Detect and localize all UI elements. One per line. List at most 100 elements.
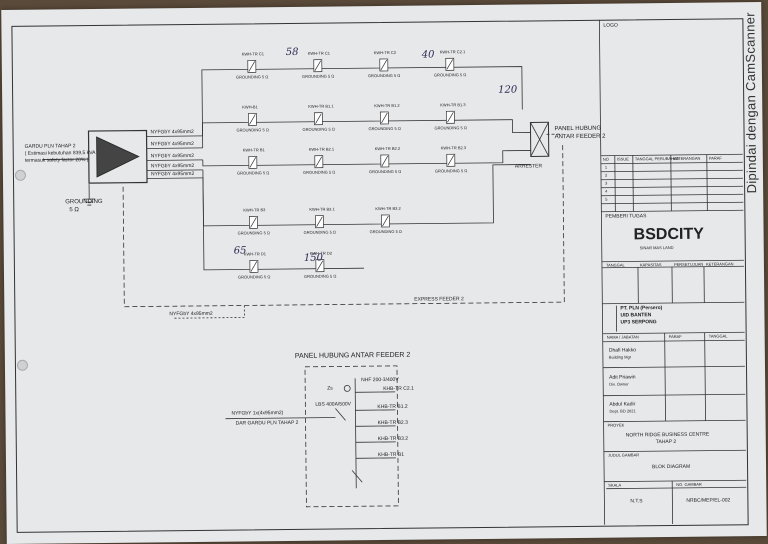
grounding-small-label: GROUNDING 5 Ω [370, 230, 402, 234]
detail-out: KHB-TR B1.2 [377, 405, 407, 410]
kwh-label: KWH-TR B1.3 [440, 103, 465, 107]
handwritten-note: 120 [498, 85, 517, 96]
kwh-label: KWH-TR B3.1 [309, 208, 334, 212]
signer-name: Dhafi Hakko [609, 348, 636, 353]
grounding-small-label: GROUNDING 5 Ω [238, 231, 270, 235]
grounding-small-label: GROUNDING 5 Ω [304, 274, 336, 278]
sign-header: PERSETUJUAN [674, 263, 703, 267]
grounding-small-label: GROUNDING 5 Ω [434, 126, 466, 130]
detail-incoming-2: DAR GARDU PLN TAHAP 2 [236, 421, 299, 427]
logo-box-label: LOGO [603, 24, 618, 29]
rev-header: NO [603, 158, 609, 162]
panel-hubung-label-2: ANTAR FEEDER 2 [555, 134, 606, 141]
grounding-label: GROUNDING [65, 199, 102, 205]
signer-role: Building Mgr [609, 355, 631, 359]
kwh-label: KWH-TR C2 [374, 51, 396, 55]
sign-header: KAPASITAS [640, 263, 662, 267]
grounding-small-label: GROUNDING 5 Ω [236, 128, 268, 132]
grounding-small-label: GROUNDING 5 Ω [302, 75, 334, 79]
express-feeder-label: EXPRESS FEEDER 2 [414, 297, 464, 303]
grounding-small-label: GROUNDING 5 Ω [369, 170, 401, 174]
kwh-label: KWH-TR C2.1 [440, 50, 466, 54]
company-logo: BSDCITY [634, 227, 704, 244]
detail-nhf: NHF 200-3/400V [361, 378, 399, 383]
rev-row: 4 [605, 190, 607, 194]
rev-header: KETERANGAN [673, 157, 701, 161]
handwritten-note: 65 [234, 245, 247, 256]
pln-line: UID BANTEN [620, 313, 651, 318]
rev-row: 3 [605, 182, 607, 186]
grounding-small-label: GROUNDING 5 Ω [237, 171, 269, 175]
ttd-header: TANGGAL [709, 334, 728, 338]
ttd-header: PARAF [669, 335, 682, 339]
grounding-small-label: GROUNDING 5 Ω [238, 275, 270, 279]
feeder-cable-5: NYFGbY 4x95mm2 [151, 172, 194, 177]
signer-role: Dept. BD 2021 [609, 409, 635, 413]
proyek-label: PROYEK [608, 423, 625, 427]
rev-row: 2 [605, 174, 607, 178]
kwh-label: KWH-TR B2.1 [309, 148, 334, 152]
rev-row: 5 [605, 198, 607, 202]
source-label-1: GARDU PLN TAHAP 2 [25, 144, 76, 150]
bottom-cable-label: NYFGbY 4x95mm2 [169, 312, 212, 317]
arrester-label: ARRESTER [515, 164, 542, 169]
grounding-small-label: GROUNDING 5 Ω [304, 231, 336, 235]
grounding-small-label: GROUNDING 5 Ω [368, 74, 400, 78]
detail-title: PANEL HUBUNG ANTAR FEEDER 2 [295, 352, 410, 360]
ttd-header: NAMA / JABATAN [607, 335, 639, 339]
kwh-label: KWH-TR C1 [242, 52, 264, 56]
grounding-small-label: GROUNDING 5 Ω [236, 75, 268, 79]
kwh-label: KWH-TR C1 [308, 52, 330, 56]
panel-hubung-label-1: PANEL HUBUNG [554, 126, 601, 132]
kwh-label: KWH-TR B3 [243, 208, 265, 212]
company-subtitle: SINAR MAS LAND [640, 246, 674, 250]
rev-row: 1 [605, 166, 607, 170]
camscanner-watermark: Dipindai dengan CamScanner [742, 12, 759, 193]
rev-header: PARAF [709, 156, 722, 160]
grounding-small-label: GROUNDING 5 Ω [302, 128, 334, 132]
rev-header: ISSUE [617, 157, 629, 161]
sign-header: KETERANGAN [706, 262, 734, 266]
source-label-3: termasuk safety factor 20% ) [25, 158, 89, 164]
detail-out: KHB-TR B1 [378, 453, 404, 458]
kwh-label: KWH-TR B1 [243, 148, 265, 152]
grounding-value: 5 Ω [69, 207, 79, 213]
kwh-label: KWH-TR B2.3 [441, 146, 466, 150]
signer-name: Abdul Kadir [609, 402, 635, 407]
detail-incoming-1: NYFGbY 1x(4x95mm2) [231, 411, 283, 417]
skala-value: N.T.S [630, 499, 642, 504]
detail-lbs: LBS 400A/500V [315, 402, 351, 407]
detail-out: KHB-TR B2.3 [378, 421, 408, 426]
proyek-phase: TAHAP 2 [656, 440, 676, 445]
signer-role: Div. Owner [609, 382, 629, 386]
no-gambar-label: NO. GAMBAR [676, 483, 702, 487]
grounding-small-label: GROUNDING 5 Ω [368, 127, 400, 131]
signer-name: Adit Priawin [609, 375, 635, 380]
kwh-label: KWH-TR B1.2 [374, 104, 399, 108]
detail-out: KHB-TR B3.2 [378, 437, 408, 442]
feeder-cable-2: NYFGbY 4x95mm2 [151, 142, 194, 147]
kwh-label: KWH-TR D1 [244, 252, 266, 256]
skala-label: SKALA [608, 484, 621, 488]
pln-line: PT. PLN (Persero) [620, 306, 662, 311]
handwritten-note: 40 [422, 49, 435, 60]
feeder-cable-1: NYFGbY 4x95mm2 [150, 130, 193, 135]
proyek-name: NORTH RIDGE BUSINESS CENTRE [626, 433, 710, 439]
pemberi-tugas-label: PEMBERI TUGAS [605, 214, 646, 219]
judul-label: JUDUL GAMBAR [608, 453, 639, 457]
detail-out: KHB-TR C2.1 [383, 387, 414, 392]
grounding-small-label: GROUNDING 5 Ω [435, 169, 467, 173]
no-gambar-value: NRBC/MEP/EL-002 [686, 498, 730, 503]
kwh-label: KWH-TR B1.1 [308, 105, 333, 109]
judul-value: BLOK DIAGRAM [652, 465, 690, 470]
grounding-small-label: GROUNDING 5 Ω [434, 73, 466, 77]
feeder-cable-3: NYFGbY 4x95mm2 [151, 154, 194, 159]
kwh-label: KWH-TR B3.2 [375, 207, 400, 211]
kwh-label: KWH-B1 [242, 105, 258, 109]
handwritten-note: 58 [286, 47, 299, 58]
feeder-cable-4: NYFGbY 4x95mm2 [151, 164, 194, 169]
sign-header: TANGGAL [606, 263, 625, 267]
handwritten-note: 150 [304, 253, 323, 264]
